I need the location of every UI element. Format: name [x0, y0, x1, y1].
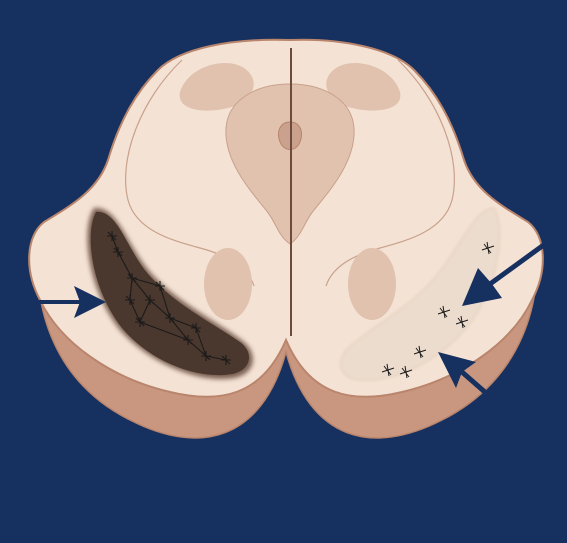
red-nucleus-right: [348, 248, 396, 320]
red-nucleus-left: [204, 248, 252, 320]
